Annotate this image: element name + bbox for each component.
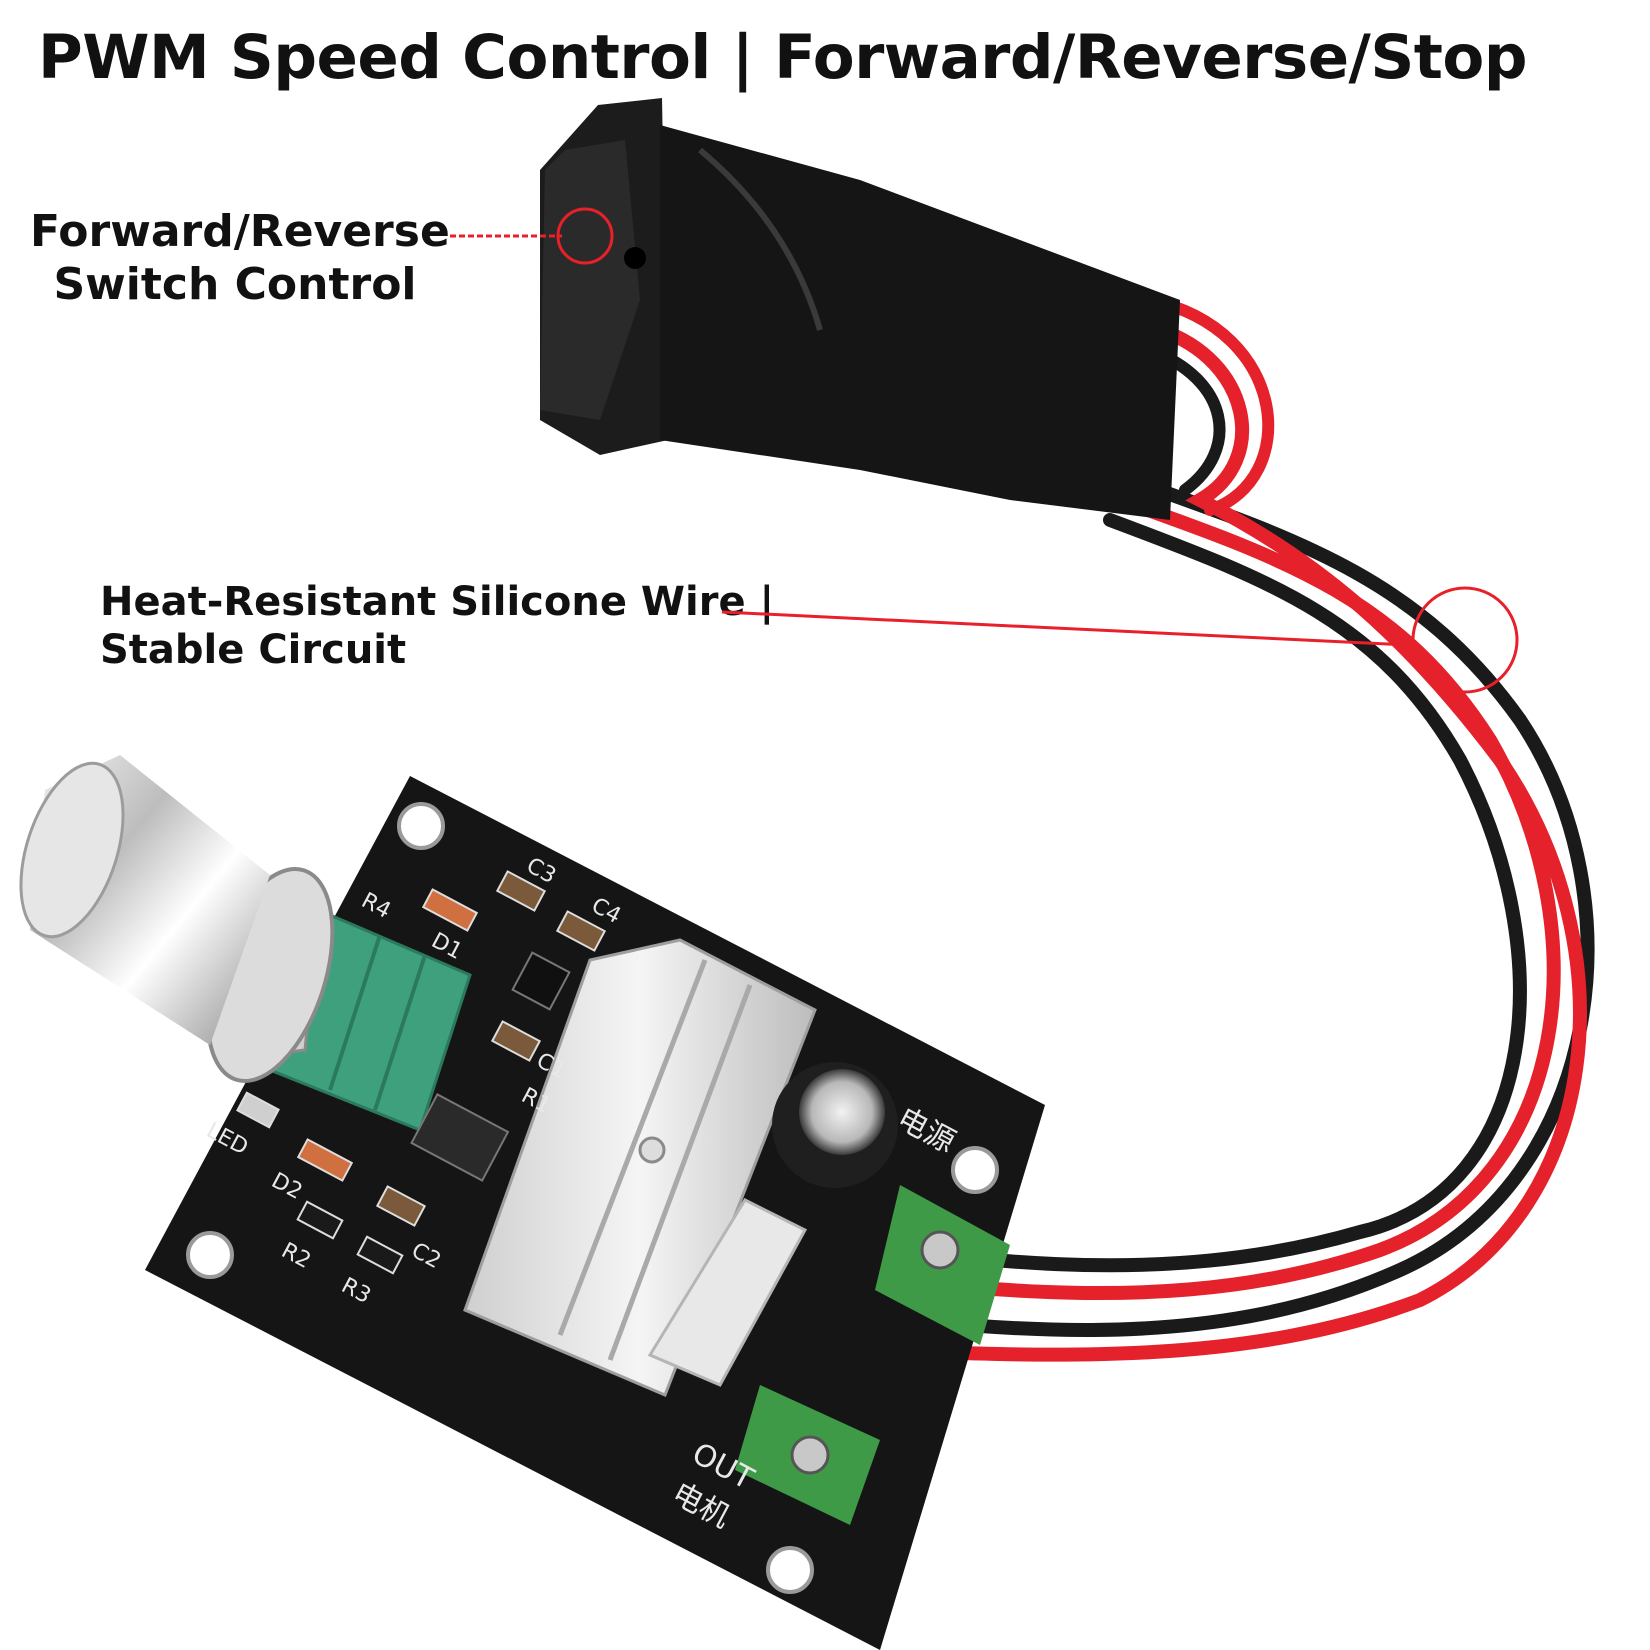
wire-connector [647,1198,808,1387]
capacitor-top [799,1069,885,1155]
wire-callout: Heat-Resistant Silicone Wire | Stable Ci… [100,578,775,674]
ic-chip [410,1093,510,1182]
callout-markers [450,207,1519,694]
switch-callout: Forward/Reverse Switch Control [30,206,450,312]
pot-ridge-2 [373,954,427,1111]
pwm-controller-board: R4 D1 C3 C4 C1 R1 LED D2 R2 R3 C2 电源 OUT… [19,755,1045,1650]
mounting-hole-4 [766,1546,814,1594]
smd-c4 [555,910,607,952]
switch-callout-line1: Forward/Reverse [30,206,450,257]
smd-c2 [375,1185,427,1227]
wire-red-3 [1144,294,1275,516]
sleeve-highlight [698,147,823,331]
smd-led [236,1091,280,1129]
smd-c3 [495,870,547,912]
smd-d2 [296,1138,354,1182]
wire-black-1 [733,473,1595,1337]
switch-dot [624,247,646,269]
pot-ridge-1 [328,934,382,1091]
heat-shrink-sleeve [660,125,1180,520]
wire-black-2 [728,513,1527,1273]
smd-r3 [356,1235,404,1275]
motor-terminal-screw [790,1435,830,1475]
wire-callout-line2: Stable Circuit [100,627,407,673]
smd-c1 [490,1020,542,1062]
power-terminal-screw [920,1230,960,1270]
headline: PWM Speed Control | Forward/Reverse/Stop [38,22,1528,93]
silicone-wire-bundle [728,294,1595,1362]
mounting-hole-2 [951,1146,999,1194]
wire-red-2 [728,323,1587,1362]
rocker-button [540,140,640,420]
mounting-hole-3 [186,1231,234,1279]
speed-knob [19,755,335,1083]
smd-d1 [421,888,479,932]
transistor [511,951,571,1011]
mounting-hole-1 [397,802,445,850]
rocker-switch [540,98,1180,520]
switch-callout-circle [556,207,614,265]
heatsink-screw [638,1136,666,1164]
wire-callout-line1: Heat-Resistant Silicone Wire | [100,579,775,625]
switch-callout-line2: Switch Control [53,258,417,310]
heatsink-fin-1 [557,959,708,1336]
aluminum-heatsink [463,938,817,1397]
heatsink-fin-2 [607,984,753,1361]
smd-r2 [296,1200,344,1240]
wire-callout-line [721,610,1409,647]
knob-face [19,761,125,939]
wire-callout-circle [1411,586,1519,694]
